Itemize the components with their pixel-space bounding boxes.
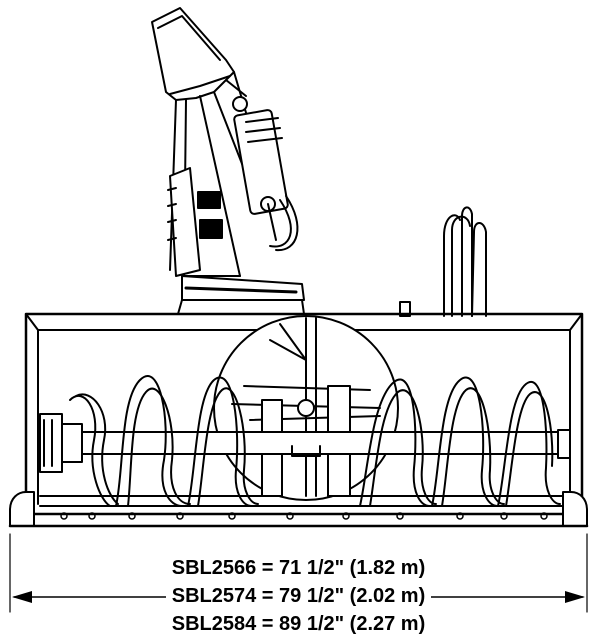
auger-shaft (39, 413, 571, 473)
auger-flights-right (359, 376, 561, 507)
skid-shoes (8, 491, 589, 528)
chute-base-plate (177, 275, 305, 315)
impeller (213, 315, 399, 501)
chute-gearbox (167, 167, 223, 277)
chute-hydraulic-cylinder (232, 96, 299, 252)
dimension-label-sbl2584: SBL2584 = 89 1/2" (2.27 m) (0, 612, 597, 636)
bottom-rail-bolts (60, 512, 548, 520)
hydraulic-hoses (399, 206, 487, 317)
dimension-label-sbl2574: SBL2574 = 79 1/2" (2.02 m) (0, 584, 597, 608)
auger-flights-left (69, 375, 259, 507)
dimension-label-sbl2566: SBL2566 = 71 1/2" (1.82 m) (0, 556, 597, 580)
dimension-extension-lines (9, 533, 588, 613)
